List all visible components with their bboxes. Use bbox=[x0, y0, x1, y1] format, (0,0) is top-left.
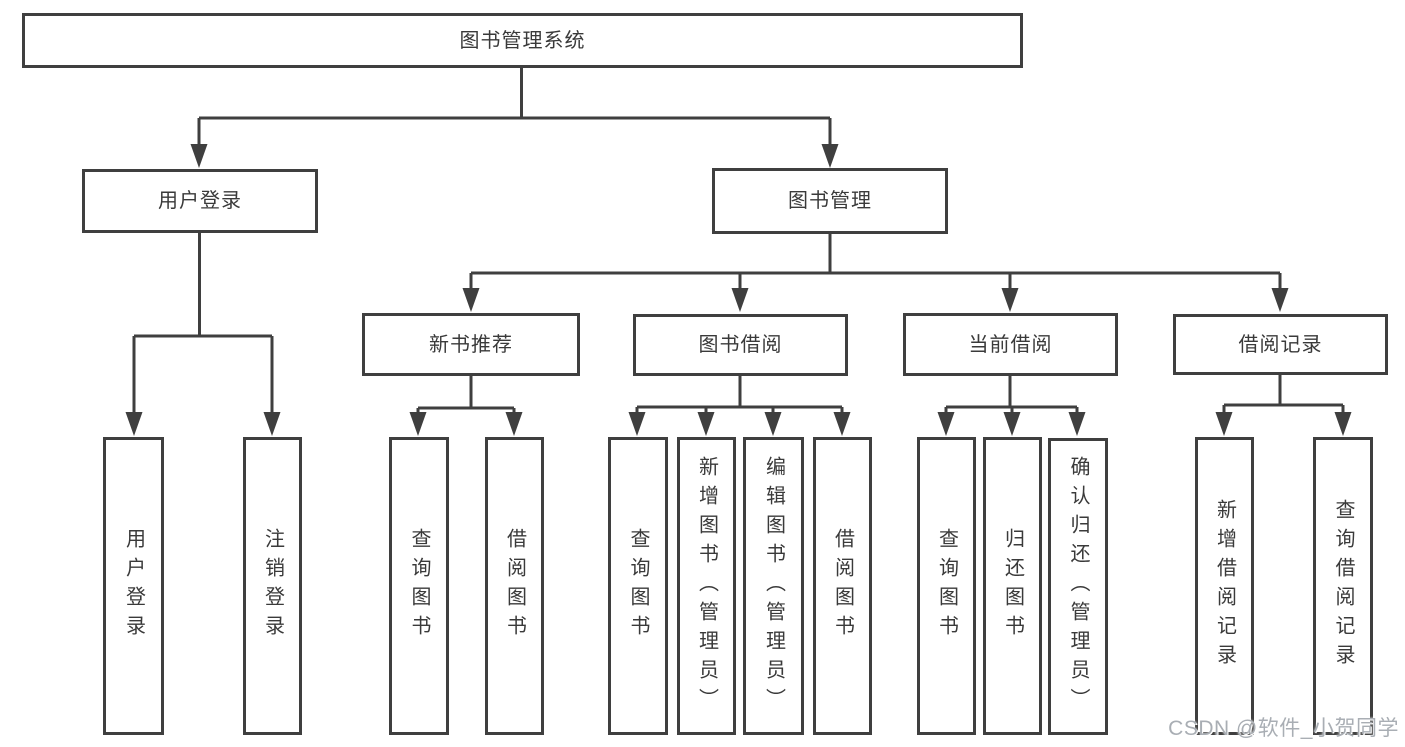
connector-arrowheads bbox=[125, 144, 1352, 436]
node-root: 图书管理系统 bbox=[22, 13, 1023, 68]
leaf-add-borrow-record: 新增借阅记录 bbox=[1195, 437, 1254, 735]
leaf-recommend-borrow-books: 借阅图书 bbox=[485, 437, 544, 735]
leaf-add-book-admin: 新增图书（管理员） bbox=[677, 437, 736, 735]
leaf-current-query-books: 查询图书 bbox=[917, 437, 976, 735]
node-new-book-recommendation: 新书推荐 bbox=[362, 313, 580, 376]
leaf-query-borrow-record: 查询借阅记录 bbox=[1313, 437, 1373, 735]
leaf-logout-login: 注销登录 bbox=[243, 437, 302, 735]
node-book-borrowing: 图书借阅 bbox=[633, 314, 848, 376]
leaf-return-books: 归还图书 bbox=[983, 437, 1042, 735]
node-borrowing-records: 借阅记录 bbox=[1173, 314, 1388, 375]
leaf-edit-book-admin: 编辑图书（管理员） bbox=[743, 437, 804, 735]
node-current-borrowing: 当前借阅 bbox=[903, 313, 1118, 376]
leaf-borrowing-query-books: 查询图书 bbox=[608, 437, 668, 735]
watermark: CSDN @软件_小贺同学 bbox=[1168, 717, 1399, 740]
node-book-management: 图书管理 bbox=[712, 168, 948, 234]
leaf-confirm-return-admin: 确认归还（管理员） bbox=[1048, 438, 1108, 735]
node-user-login: 用户登录 bbox=[82, 169, 318, 233]
leaf-user-login: 用户登录 bbox=[103, 437, 164, 735]
leaf-recommend-query-books: 查询图书 bbox=[389, 437, 449, 735]
leaf-borrowing-borrow-books: 借阅图书 bbox=[813, 437, 872, 735]
